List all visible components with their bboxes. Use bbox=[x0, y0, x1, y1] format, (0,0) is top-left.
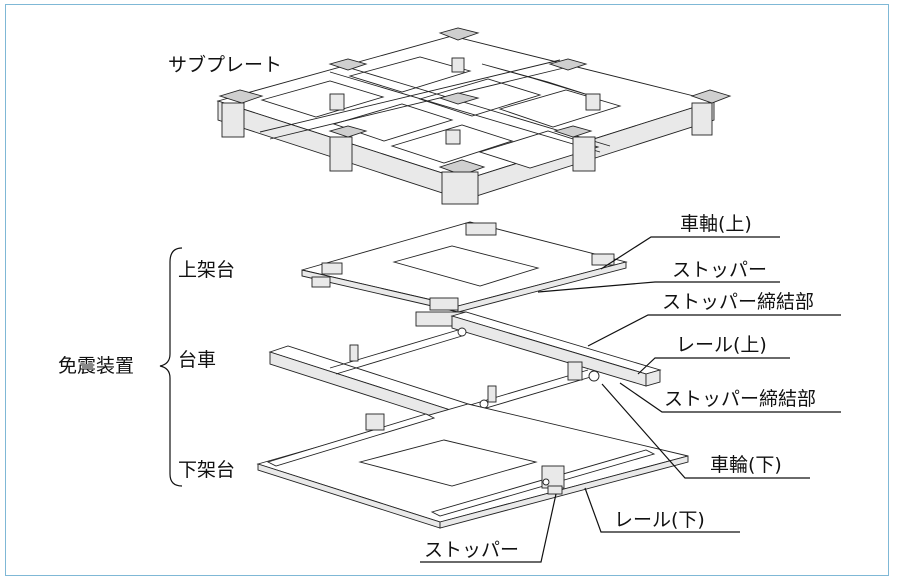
label-rail-lower: レール(下) bbox=[614, 509, 705, 531]
label-sub-plate: サブプレート bbox=[168, 53, 282, 76]
label-stopper-2: ストッパー bbox=[424, 539, 519, 561]
sub-plate-pads bbox=[218, 27, 732, 176]
figure-frame bbox=[5, 4, 889, 576]
label-axle-upper: 車軸(上) bbox=[680, 213, 752, 235]
label-wheel-lower: 車輪(下) bbox=[710, 454, 782, 476]
label-rail-upper: レール(上) bbox=[676, 334, 767, 356]
label-isolation-device: 免震装置 bbox=[58, 355, 134, 377]
lower-frame-drawing bbox=[256, 403, 689, 529]
label-lower-frame: 下架台 bbox=[178, 459, 235, 481]
sub-plate-drawing bbox=[216, 27, 732, 205]
label-stopper-fastening-2: ストッパー締結部 bbox=[664, 388, 816, 410]
leader-lines bbox=[420, 236, 841, 563]
isolation-device-brace bbox=[159, 247, 183, 487]
upper-frame-drawing bbox=[301, 221, 628, 327]
label-upper-frame: 上架台 bbox=[178, 259, 235, 281]
label-stopper-1: ストッパー bbox=[672, 259, 767, 281]
label-stopper-fastening-1: ストッパー締結部 bbox=[662, 291, 814, 313]
label-carriage: 台車 bbox=[178, 349, 216, 371]
